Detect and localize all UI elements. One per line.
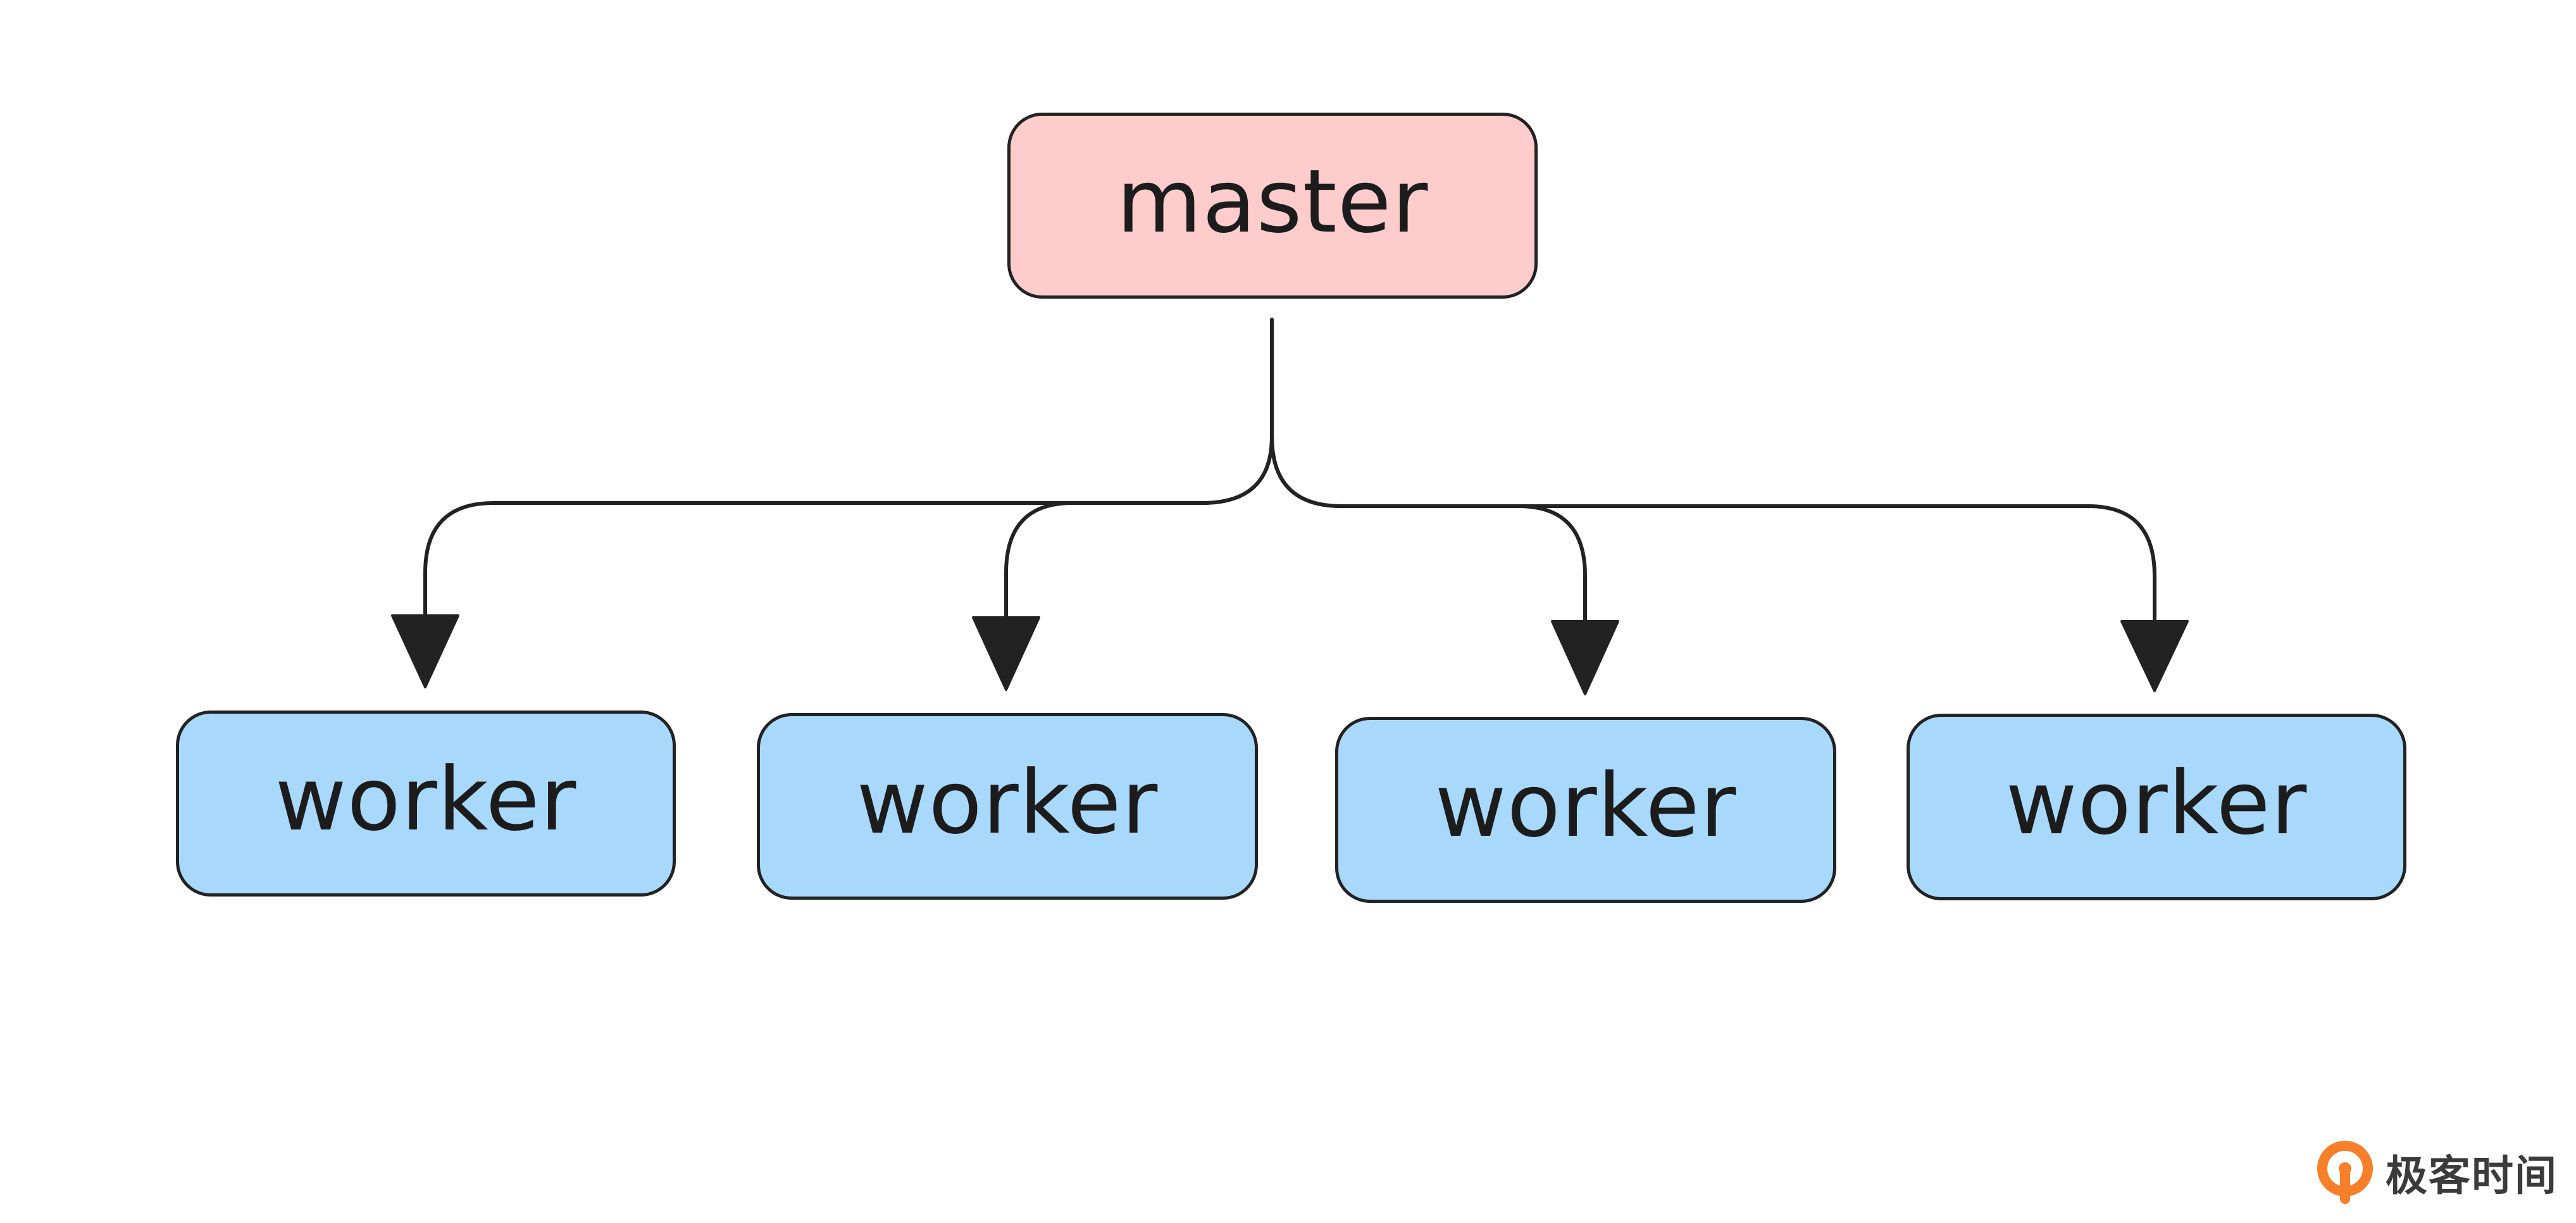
worker-label: worker xyxy=(1434,755,1737,857)
edge-master-worker-1 xyxy=(423,318,1274,628)
watermark-text: 极客时间 xyxy=(2386,1152,2558,1200)
worker-node-2: worker xyxy=(757,713,1258,900)
worker-node-4: worker xyxy=(1907,714,2406,900)
worker-label: worker xyxy=(275,748,577,850)
edge-master-worker-2 xyxy=(1004,435,1274,628)
edge-master-worker-4 xyxy=(1270,435,2156,628)
geektime-logo-icon xyxy=(2317,1141,2373,1204)
arrowhead-worker-4 xyxy=(2120,620,2189,692)
worker-node-1: worker xyxy=(176,711,676,897)
worker-label: worker xyxy=(856,751,1159,854)
worker-label: worker xyxy=(2005,752,2308,854)
arrowhead-worker-2 xyxy=(972,616,1040,691)
edge-master-worker-3 xyxy=(1270,435,1587,628)
master-node: master xyxy=(1007,113,1538,299)
arrowhead-worker-3 xyxy=(1551,620,1619,695)
worker-node-3: worker xyxy=(1335,717,1836,903)
arrowhead-worker-1 xyxy=(391,614,459,688)
master-label: master xyxy=(1116,151,1429,252)
geektime-watermark: 极客时间 xyxy=(2316,1138,2558,1207)
